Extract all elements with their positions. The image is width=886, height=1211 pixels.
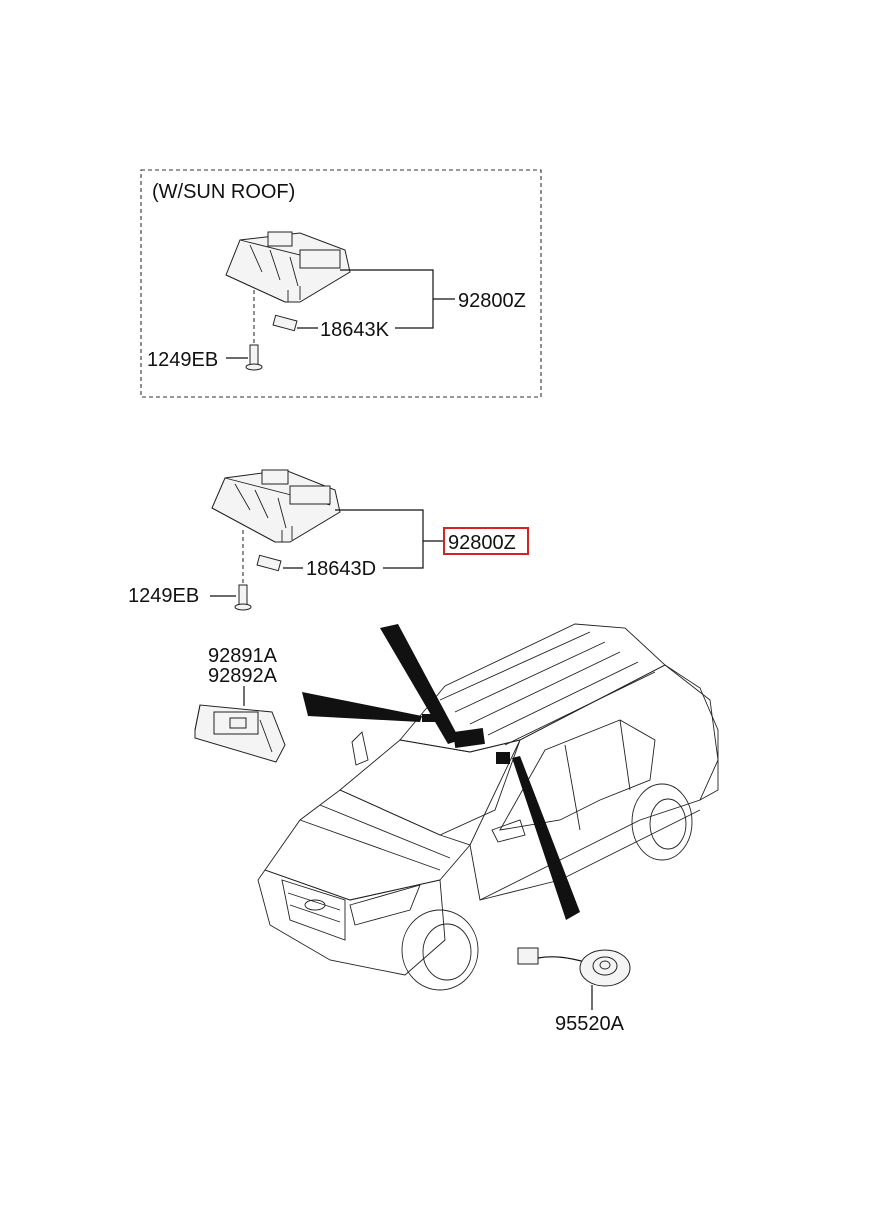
sunroof-bulb-label: 18643K	[320, 319, 390, 341]
sunroof-assembly-label: 92800Z	[458, 290, 526, 312]
horn-label: 95520A	[555, 1013, 625, 1035]
standard-bracket-line	[335, 509, 424, 569]
standard-assembly-label: 92800Z	[448, 532, 516, 554]
standard-bulb-label: 18643D	[306, 558, 376, 580]
callout-wedge-vanity	[302, 692, 422, 722]
vanity-lamp-label-left: 92891A	[208, 645, 278, 667]
bulb-18643D-drawing	[256, 554, 303, 572]
standard-screw-label: 1249EB	[128, 585, 199, 607]
vanity-lamp-label-right: 92892A	[208, 665, 278, 687]
vehicle-drawing	[257, 623, 719, 991]
overhead-console-sunroof-drawing	[225, 231, 351, 303]
highlight-box-92800Z	[443, 527, 529, 555]
console-location-mark	[453, 727, 485, 749]
vanity-location-mark	[422, 714, 440, 722]
vanity-lamp-drawing	[194, 704, 286, 763]
sensor-location-mark	[496, 752, 510, 764]
callout-wedge-console	[380, 624, 460, 744]
callout-wedge-horn	[512, 756, 580, 920]
screw-1249EB-sunroof-drawing	[226, 290, 263, 371]
horn-drawing	[517, 947, 631, 1010]
screw-1249EB-standard-drawing	[210, 530, 252, 611]
bulb-18643K-drawing	[272, 314, 318, 332]
sunroof-heading: (W/SUN ROOF)	[152, 181, 295, 203]
sunroof-group-box	[140, 169, 542, 398]
sunroof-screw-label: 1249EB	[147, 349, 218, 371]
overhead-console-standard-drawing	[211, 469, 341, 543]
